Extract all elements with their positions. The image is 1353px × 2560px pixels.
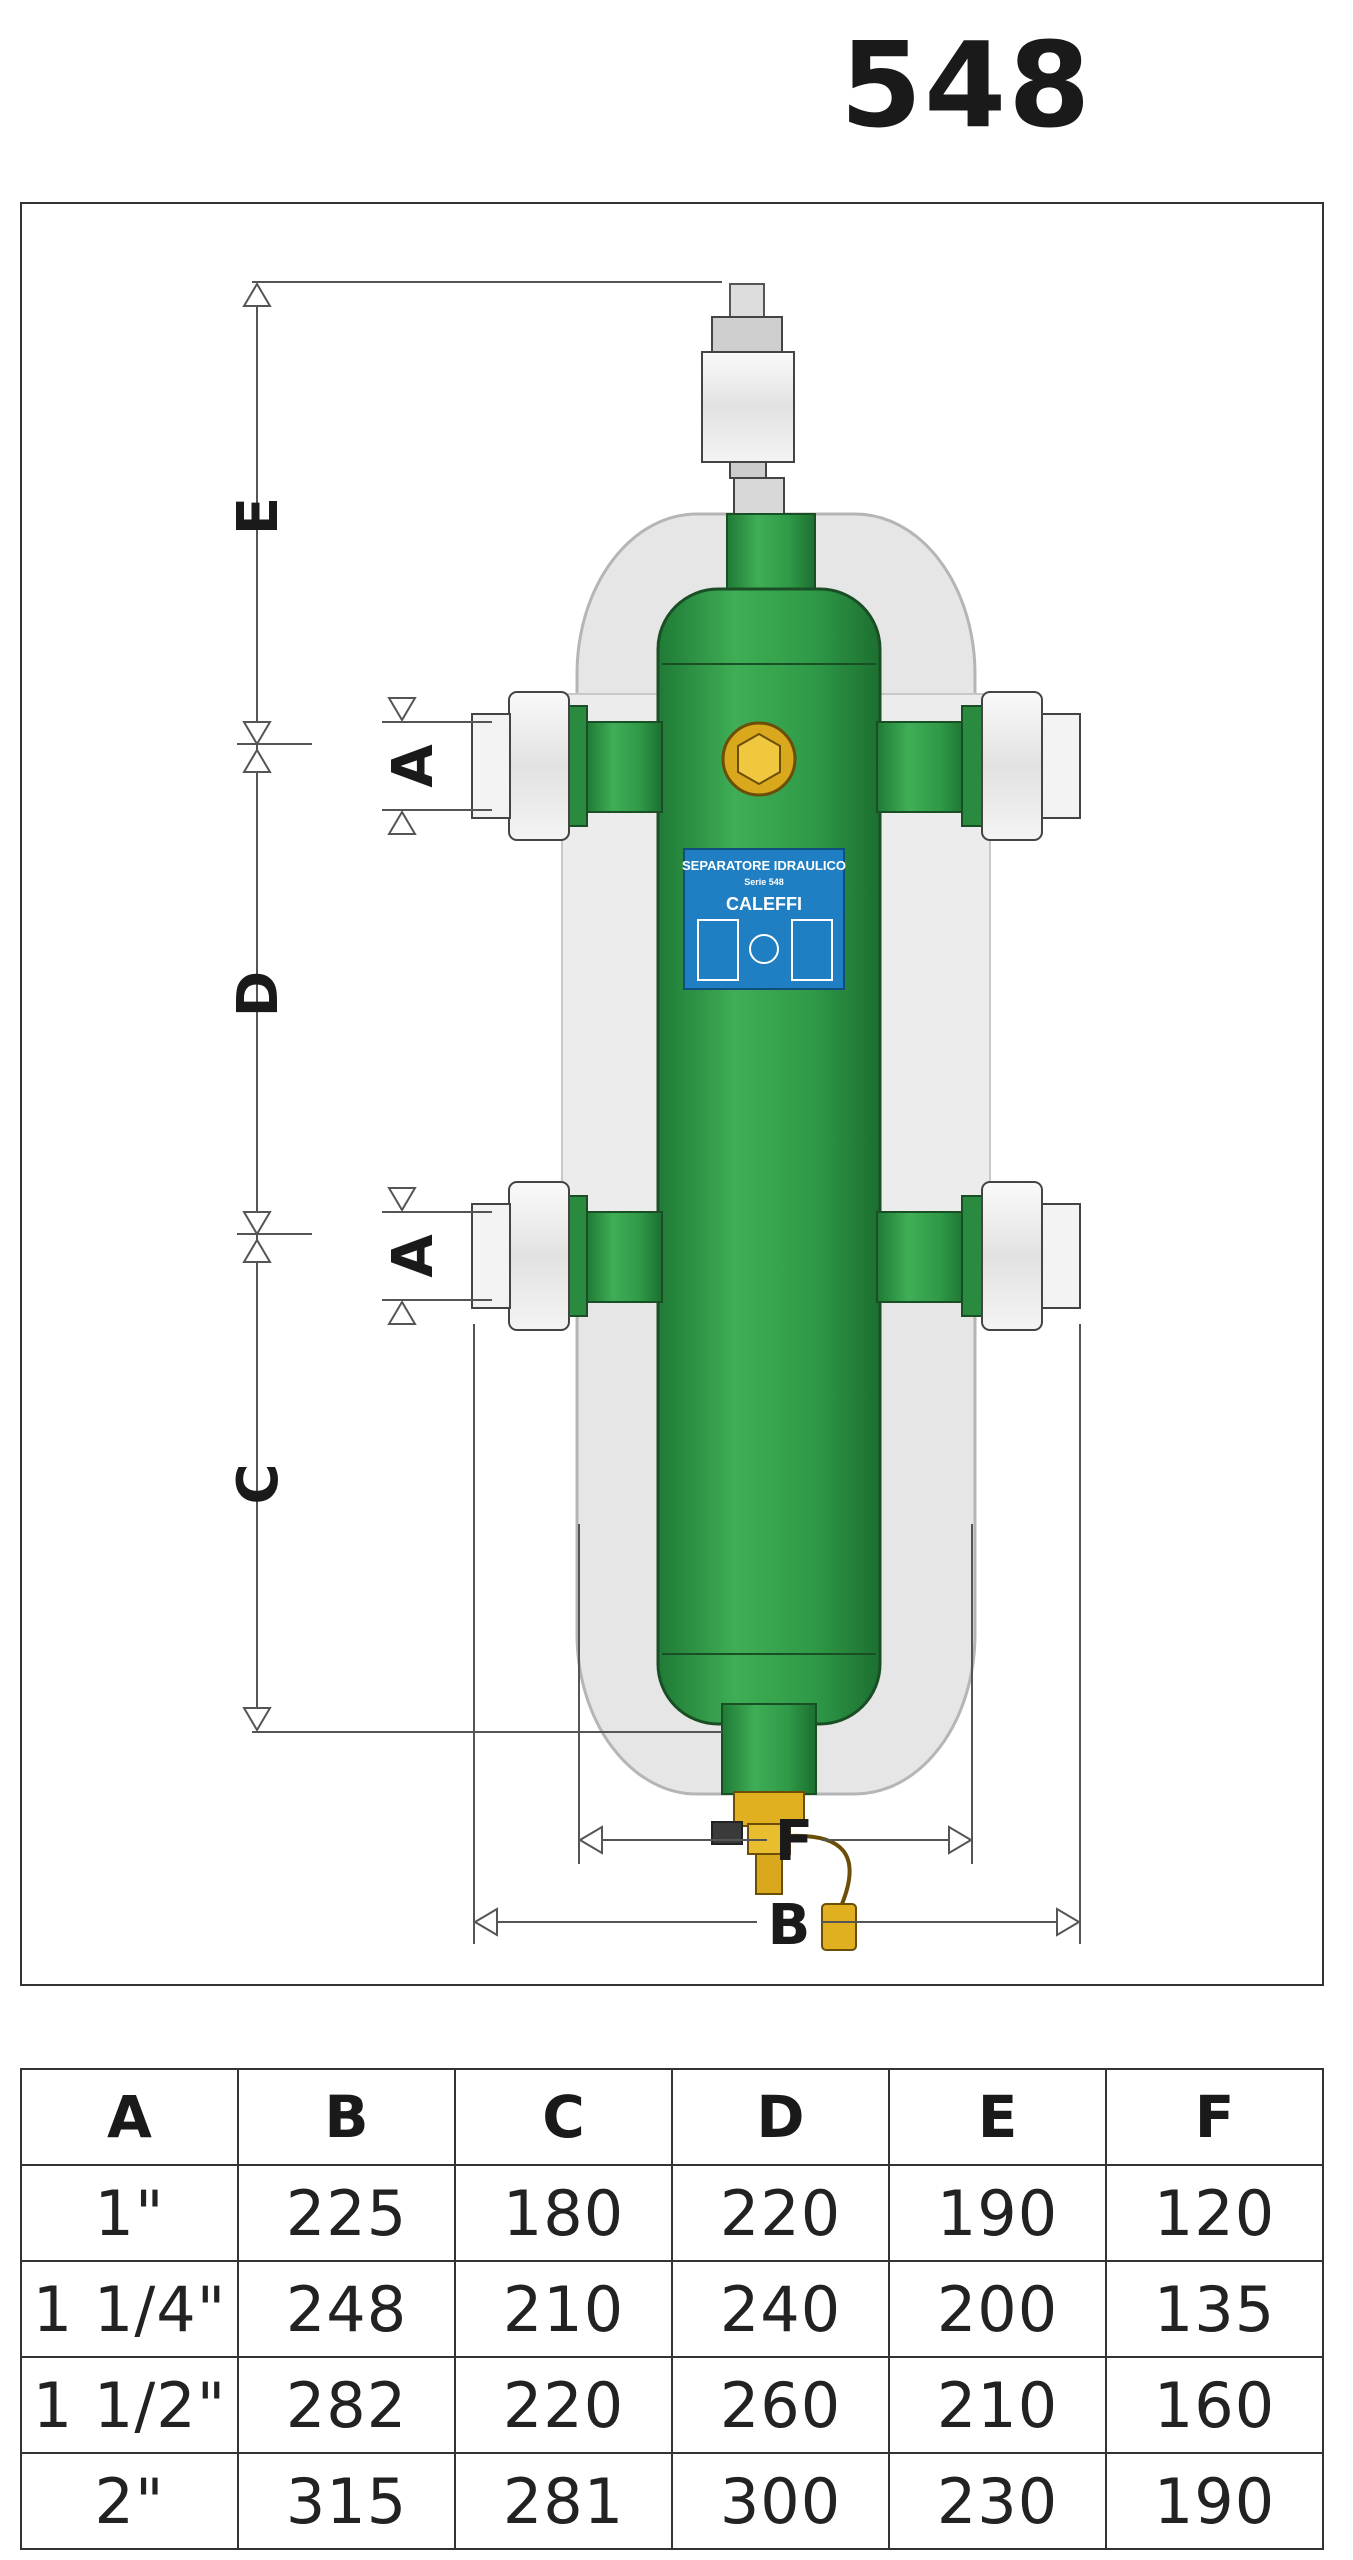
table-cell: 190 [888, 2164, 1107, 2262]
dim-label-e: E [226, 497, 291, 535]
table-cell: 300 [671, 2452, 890, 2550]
table-cell: 1 1/4" [20, 2260, 239, 2358]
table-cell: 190 [1105, 2452, 1324, 2550]
horizontal-dimension-lines [473, 1324, 1081, 1944]
table-cell: 281 [454, 2452, 673, 2550]
nameplate-line2: Serie 548 [744, 877, 784, 887]
dim-label-c: C [226, 1463, 291, 1504]
table-cell: 230 [888, 2452, 1107, 2550]
table-cell: 2" [20, 2452, 239, 2550]
dimensions-table: A B C D E F 1" 225 180 220 190 120 1 1/4… [20, 2068, 1324, 2550]
brass-plug [721, 721, 797, 797]
table-cell: 120 [1105, 2164, 1324, 2262]
dim-label-d: D [226, 971, 291, 1017]
dimension-diagram: SEPARATORE IDRAULICO Serie 548 CALEFFI [20, 202, 1324, 1986]
table-cell: 135 [1105, 2260, 1324, 2358]
drain-valve [711, 1791, 857, 1951]
column-header-b: B [237, 2068, 456, 2166]
table-cell: 282 [237, 2356, 456, 2454]
table-cell: 248 [237, 2260, 456, 2358]
column-header-d: D [671, 2068, 890, 2166]
table-header-row: A B C D E F [20, 2068, 1324, 2166]
table-cell: 160 [1105, 2356, 1324, 2454]
table-row: 1" 225 180 220 190 120 [20, 2164, 1324, 2262]
upper-connections [471, 691, 1081, 841]
column-header-a: A [20, 2068, 239, 2166]
table-cell: 315 [237, 2452, 456, 2550]
dim-label-f: F [775, 1809, 813, 1874]
table-cell: 225 [237, 2164, 456, 2262]
table-cell: 220 [454, 2356, 673, 2454]
table-cell: 200 [888, 2260, 1107, 2358]
table-cell: 180 [454, 2164, 673, 2262]
air-vent-valve [701, 283, 795, 515]
table-cell: 260 [671, 2356, 890, 2454]
dim-label-b: B [768, 1893, 811, 1958]
column-header-c: C [454, 2068, 673, 2166]
table-cell: 1 1/2" [20, 2356, 239, 2454]
dim-label-a-upper: A [381, 744, 446, 788]
hydraulic-separator-drawing: SEPARATORE IDRAULICO Serie 548 CALEFFI [226, 281, 1081, 1958]
table-cell: 1" [20, 2164, 239, 2262]
separator-body [656, 513, 882, 1795]
dim-label-a-lower: A [381, 1234, 446, 1278]
lower-connections [471, 1181, 1081, 1331]
model-number-title: 548 [840, 16, 1093, 154]
caleffi-nameplate: SEPARATORE IDRAULICO Serie 548 CALEFFI [682, 848, 846, 990]
nameplate-line1: SEPARATORE IDRAULICO [682, 858, 846, 873]
column-header-f: F [1105, 2068, 1324, 2166]
table-cell: 210 [888, 2356, 1107, 2454]
nameplate-brand: CALEFFI [726, 894, 802, 914]
table-cell: 210 [454, 2260, 673, 2358]
table-cell: 220 [671, 2164, 890, 2262]
column-header-e: E [888, 2068, 1107, 2166]
table-row: 2" 315 281 300 230 190 [20, 2452, 1324, 2550]
table-row: 1 1/4" 248 210 240 200 135 [20, 2260, 1324, 2358]
table-cell: 240 [671, 2260, 890, 2358]
table-row: 1 1/2" 282 220 260 210 160 [20, 2356, 1324, 2454]
vertical-dimension-lines [237, 281, 722, 1733]
